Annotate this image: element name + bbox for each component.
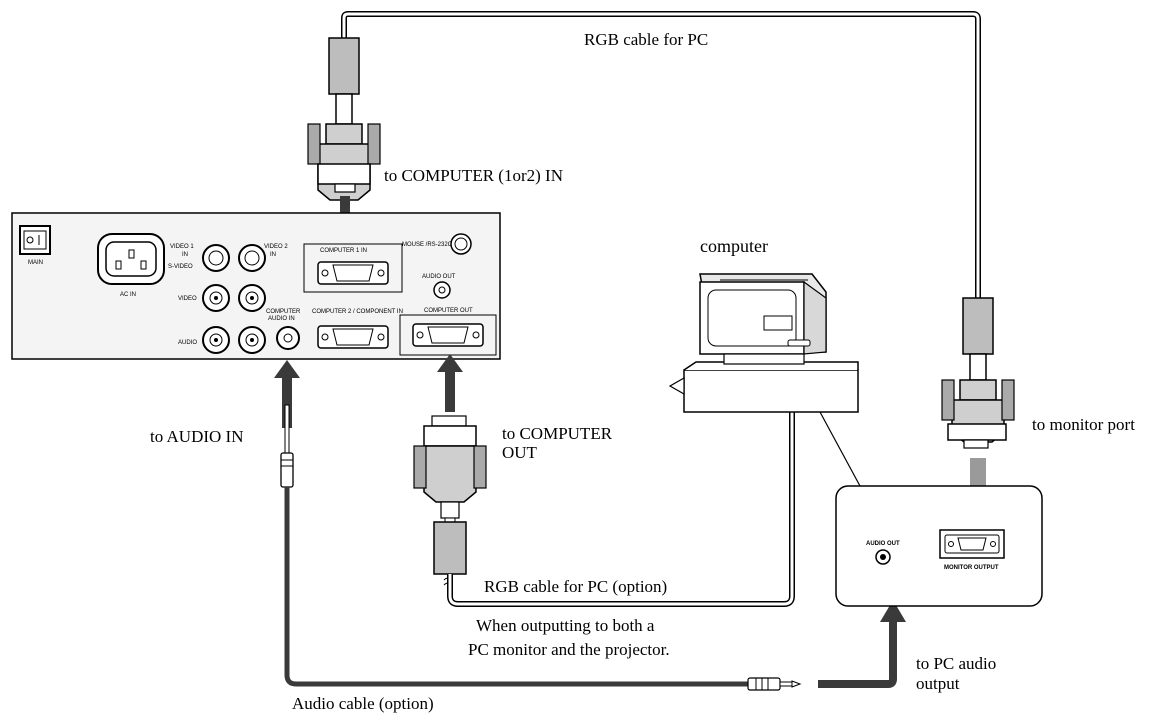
computer-icon [668,273,859,413]
label-to-monitor-port: to monitor port [1032,415,1135,434]
video2-label-a: VIDEO 2 [264,244,288,250]
computer2-label: COMPUTER 2 / COMPONENT IN [312,309,403,315]
pc-panel: AUDIO OUT MONITOR OUTPUT [835,485,1043,607]
arrow-up-computer-out [437,354,463,412]
vga-plug-right [941,297,1015,449]
label-to-pc-audio-2: output [916,674,960,693]
arrow-up-audio-in [274,360,300,428]
label-note-line2: PC monitor and the projector. [468,640,670,659]
mouse-rs232c-label: MOUSE /RS-232C [402,242,453,248]
label-to-audio-in: to AUDIO IN [150,427,244,446]
label-to-computer-out-1: to COMPUTER [502,424,613,443]
audio-label: AUDIO [178,340,197,346]
s-video-label: S-VIDEO [168,264,193,270]
vga-plug-bottom [413,415,487,586]
projector-panel: MAIN AC IN VIDEO 1 IN S-VIDEO VIDEO AUDI… [11,212,501,360]
computer-audio-in-a: COMPUTER [266,309,301,315]
computer-audio-in-b: AUDIO IN [268,316,295,322]
audio-cable [284,487,906,691]
label-computer: computer [700,236,768,256]
label-note-line1: When outputting to both a [476,616,655,635]
audio-plug-left [280,404,294,488]
video-label: VIDEO [178,296,197,302]
leader-line [819,411,861,487]
computer1-in-label: COMPUTER 1 IN [320,248,367,254]
rgb-cable-top [341,11,981,298]
label-audio-cable: Audio cable (option) [292,694,434,713]
label-to-computer-out-2: OUT [502,443,537,462]
label-to-computer-in: to COMPUTER (1or2) IN [384,166,563,185]
panel-audio-out-label: AUDIO OUT [422,274,456,280]
computer-out-label: COMPUTER OUT [424,308,473,314]
label-to-pc-audio-1: to PC audio [916,654,997,673]
label-rgb-cable-option: RGB cable for PC (option) [484,577,668,596]
label-rgb-cable-top: RGB cable for PC [584,30,709,49]
ac-in-label: AC IN [120,292,136,298]
video1-label-a: VIDEO 1 [170,244,194,250]
main-label: MAIN [28,260,43,266]
vga-plug-top [307,37,381,201]
pc-audio-out-label: AUDIO OUT [866,541,900,547]
monitor-output-label: MONITOR OUTPUT [944,565,999,571]
video2-label-b: IN [270,252,276,258]
video1-label-b: IN [182,252,188,258]
